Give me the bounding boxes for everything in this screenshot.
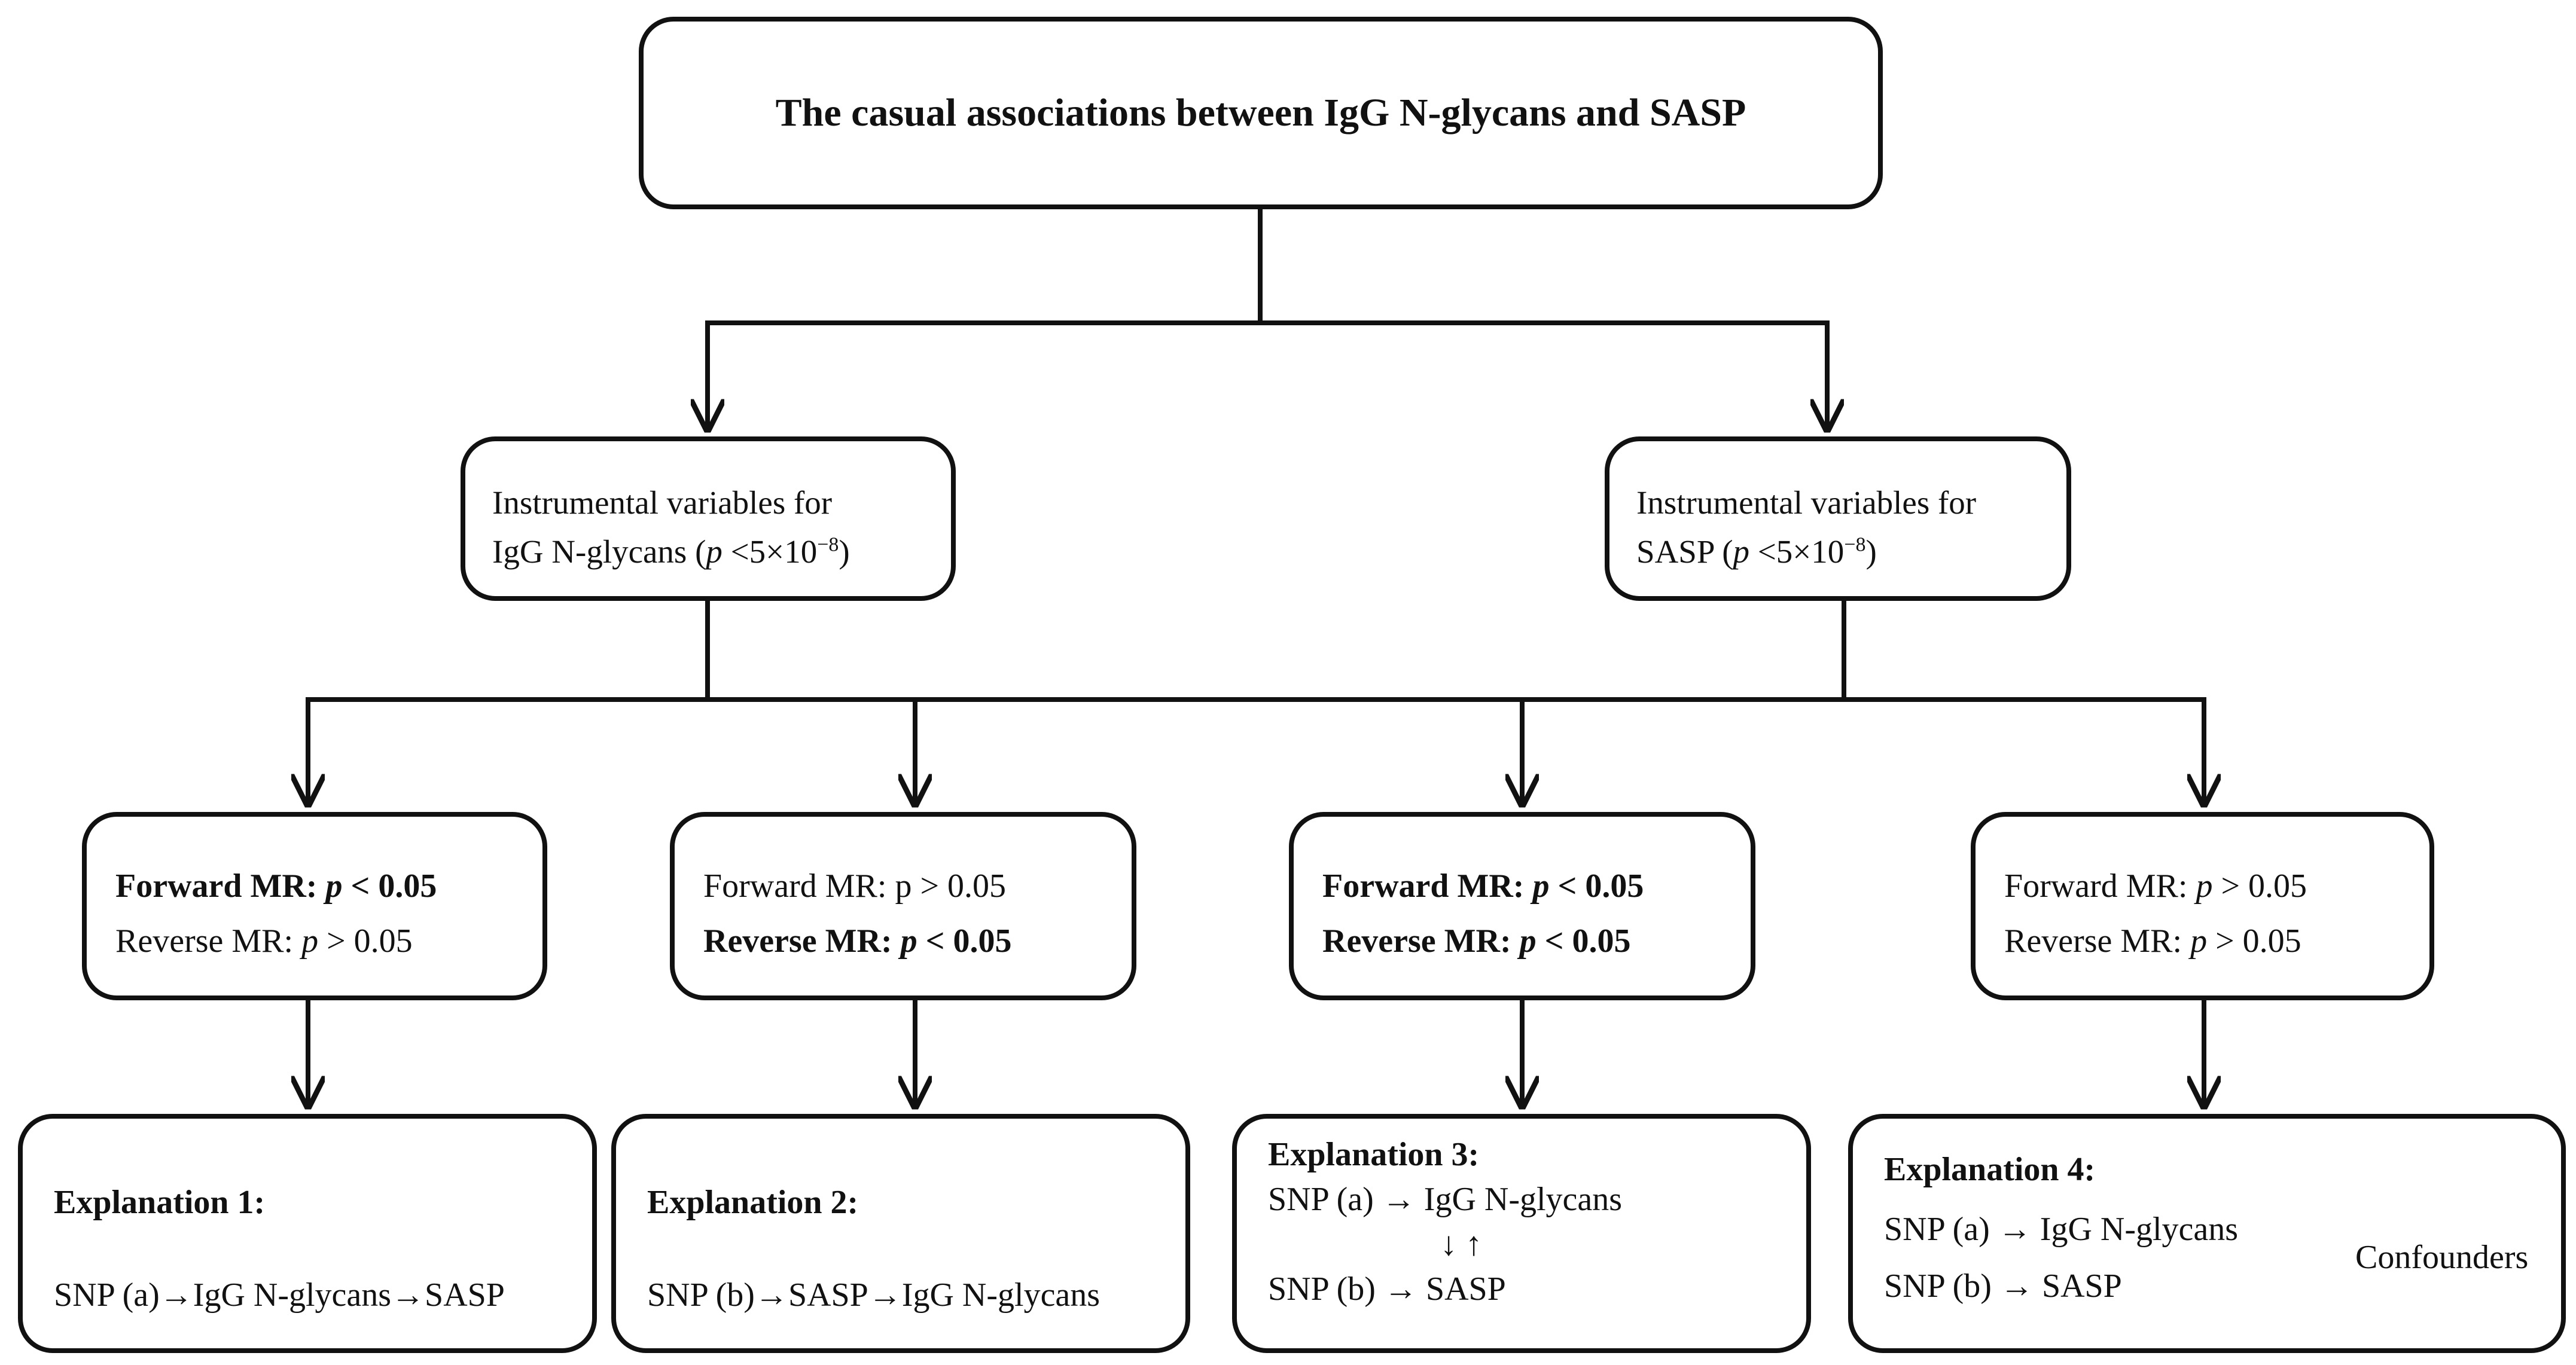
explanation-box-3: Explanation 3: SNP (a) → IgG N-glycans ↓… xyxy=(1232,1114,1811,1353)
mr4-forward: Forward MR: p > 0.05 xyxy=(2004,868,2307,905)
explanation-3-line1: SNP (a) → IgG N-glycans xyxy=(1268,1181,1623,1218)
explanation-4-line1: SNP (a) → IgG N-glycans xyxy=(1884,1211,2239,1248)
iv-igg-line2: IgG N-glycans (p <5×10−8) xyxy=(492,533,850,570)
diagram-title: The casual associations between IgG N-gl… xyxy=(775,91,1746,135)
explanation-3-heading: Explanation 3: xyxy=(1268,1136,1480,1173)
mr3-forward: Forward MR: p < 0.05 xyxy=(1322,868,1644,905)
explanation-3-line2: SNP (b) → SASP xyxy=(1268,1271,1506,1308)
mr3-reverse: Reverse MR: p < 0.05 xyxy=(1322,923,1631,960)
mr1-reverse: Reverse MR: p > 0.05 xyxy=(115,923,413,960)
iv-igg-line1: Instrumental variables for xyxy=(492,484,833,521)
iv-sasp-line1: Instrumental variables for xyxy=(1636,484,1977,521)
explanation-box-2: Explanation 2: SNP (b)→SASP→IgG N-glycan… xyxy=(611,1114,1190,1353)
explanation-4-heading: Explanation 4: xyxy=(1884,1151,2096,1188)
mr1-forward: Forward MR: p < 0.05 xyxy=(115,868,437,905)
iv-box-sasp: Instrumental variables for SASP (p <5×10… xyxy=(1605,436,2071,601)
explanation-2-text: SNP (b)→SASP→IgG N-glycans xyxy=(647,1277,1100,1314)
mr-box-3: Forward MR: p < 0.05 Reverse MR: p < 0.0… xyxy=(1289,812,1755,1000)
explanation-3-arrows: ↓ ↑ xyxy=(1440,1226,1482,1263)
mr-box-2: Forward MR: p > 0.05 Reverse MR: p < 0.0… xyxy=(670,812,1136,1000)
mr-box-1: Forward MR: p < 0.05 Reverse MR: p > 0.0… xyxy=(82,812,547,1000)
explanation-box-4: Explanation 4: SNP (a) → IgG N-glycans S… xyxy=(1848,1114,2566,1353)
mr4-reverse: Reverse MR: p > 0.05 xyxy=(2004,923,2301,960)
explanation-4-confounders: Confounders xyxy=(2355,1239,2529,1276)
explanation-box-1: Explanation 1: SNP (a)→IgG N-glycans→SAS… xyxy=(18,1114,597,1353)
mr-box-4: Forward MR: p > 0.05 Reverse MR: p > 0.0… xyxy=(1971,812,2434,1000)
explanation-2-heading: Explanation 2: xyxy=(647,1184,859,1221)
mr2-forward: Forward MR: p > 0.05 xyxy=(703,868,1007,905)
mr2-reverse: Reverse MR: p < 0.05 xyxy=(703,923,1012,960)
explanation-1-text: SNP (a)→IgG N-glycans→SASP xyxy=(54,1277,505,1314)
iv-box-igg: Instrumental variables for IgG N-glycans… xyxy=(461,436,956,601)
title-box: The casual associations between IgG N-gl… xyxy=(639,17,1883,209)
iv-sasp-line2: SASP (p <5×10−8) xyxy=(1636,533,1877,570)
explanation-1-heading: Explanation 1: xyxy=(54,1184,266,1221)
explanation-4-line2: SNP (b) → SASP xyxy=(1884,1268,2122,1305)
